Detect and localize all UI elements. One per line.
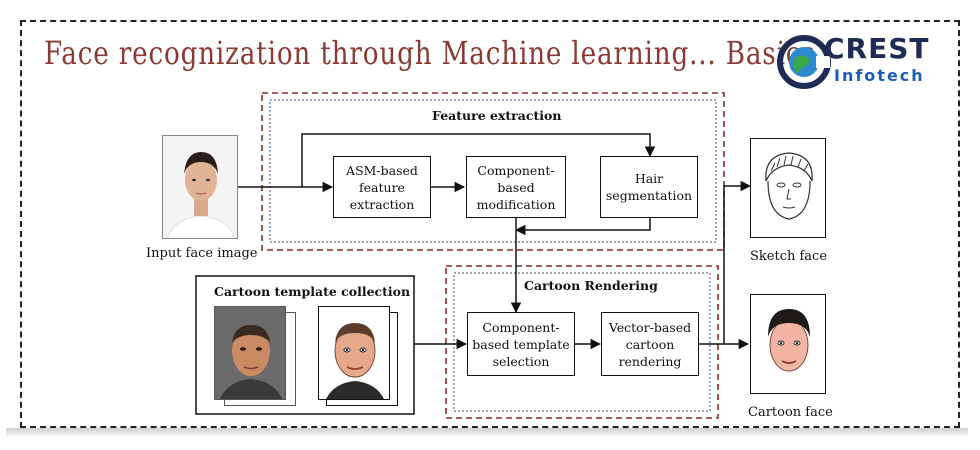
logo-infotech-text: Infotech: [834, 66, 925, 85]
template-collection-heading: Cartoon template collection: [214, 284, 411, 299]
cartoon-face-image: [751, 295, 825, 393]
arrow-to-sketch: [723, 180, 752, 344]
cartoon-rendering-group-outer: [445, 265, 719, 419]
feature-extraction-group-inner: [269, 99, 717, 243]
sketch-face-frame: [750, 138, 826, 238]
sketch-face-image: [751, 139, 825, 237]
outer-dashed-frame: [20, 20, 960, 428]
feature-extraction-heading: Feature extraction: [432, 108, 562, 123]
cartoon-rendering-heading: Cartoon Rendering: [524, 278, 658, 293]
logo-crest-text: CREST: [824, 32, 930, 65]
cartoon-rendering-group-inner: [453, 272, 711, 412]
input-face-image: [163, 136, 237, 238]
feature-extraction-group-outer: [261, 92, 725, 251]
input-face-caption: Input face image: [146, 246, 258, 261]
node-hair-segmentation: Hair segmentation: [600, 156, 698, 218]
globe-logo-icon: [777, 35, 831, 89]
sketch-face-caption: Sketch face: [750, 249, 828, 264]
page-title: Face recognization through Machine learn…: [44, 34, 825, 72]
node-component-modification: Component-based modification: [466, 156, 566, 218]
real-face-template-image: [215, 307, 285, 399]
node-asm-feature-extraction: ASM-based feature extraction: [333, 156, 431, 218]
node-vector-rendering: Vector-based cartoon rendering: [601, 312, 699, 376]
template-cartoon-face: [318, 306, 390, 400]
input-face-photo: [162, 135, 238, 239]
arrow-input-to-hair: [301, 133, 656, 187]
crest-infotech-logo: CREST Infotech: [776, 30, 946, 96]
frame-shadow: [6, 428, 968, 438]
template-real-face-photo: [214, 306, 286, 400]
cartoon-face-frame: [750, 294, 826, 394]
node-template-selection: Component-based template selection: [467, 312, 575, 376]
arrow-hair-back: [514, 218, 651, 236]
cartoon-template-image: [319, 307, 389, 399]
cartoon-face-caption: Cartoon face: [748, 405, 833, 420]
